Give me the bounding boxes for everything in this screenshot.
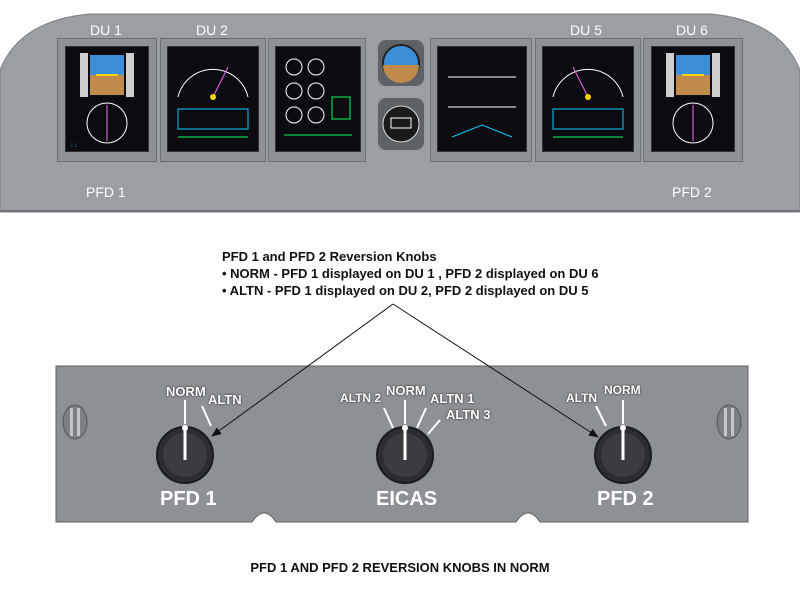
eicas-altn1-label: ALTN 1 (430, 391, 475, 406)
pfd2-reversion-knob[interactable] (588, 420, 658, 490)
du4-screen (437, 46, 527, 152)
pfd2-norm-label: NORM (604, 383, 641, 397)
mfd-display-graphic (177, 66, 249, 138)
du1-screen: :: (65, 46, 149, 152)
du6-frame (643, 38, 743, 162)
du6-screen (651, 46, 735, 152)
du1-frame: :: (57, 38, 157, 162)
du5-screen (542, 46, 634, 152)
svg-text:::: :: (70, 142, 77, 149)
du2-screen (167, 46, 259, 152)
eicas-knob-label: EICAS (376, 488, 438, 510)
annotation-block: PFD 1 and PFD 2 Reversion Knobs • NORM -… (222, 248, 599, 299)
pfd1-norm-label: NORM (166, 384, 206, 399)
du6-label: DU 6 (676, 22, 708, 38)
right-panel-screw (716, 404, 742, 440)
pfd-display-graphic: :: (70, 53, 134, 149)
eicas-reversion-knob[interactable] (370, 420, 440, 490)
left-panel-screw (62, 404, 88, 440)
du2-frame (160, 38, 266, 162)
pfd1-display-label: PFD 1 (86, 184, 126, 200)
du5-label: DU 5 (570, 22, 602, 38)
arrow-to-pfd1-knob (211, 303, 394, 437)
synoptic-display-graphic (448, 76, 516, 138)
du3-frame (268, 38, 366, 162)
du4-frame (430, 38, 532, 162)
annotation-title: PFD 1 and PFD 2 Reversion Knobs (222, 249, 437, 264)
eicas-altn2-label: ALTN 2 (340, 391, 382, 405)
eicas-norm-label: NORM (386, 383, 426, 398)
annotation-altn: • ALTN - PFD 1 displayed on DU 2, PFD 2 … (222, 283, 589, 298)
standby-instrument (378, 98, 424, 150)
pfd2-altn-label: ALTN (566, 391, 598, 405)
arrow-to-pfd2-knob (392, 303, 599, 438)
eicas-display-graphic (284, 58, 352, 136)
eicas-altn3-label: ALTN 3 (446, 407, 491, 422)
pfd1-altn-label: ALTN (208, 392, 242, 407)
du1-label: DU 1 (90, 22, 122, 38)
pfd-display-graphic (666, 53, 720, 144)
pfd2-display-label: PFD 2 (672, 184, 712, 200)
figure-caption: PFD 1 AND PFD 2 REVERSION KNOBS IN NORM (250, 560, 550, 575)
mfd-display-graphic (552, 66, 624, 138)
du2-label: DU 2 (196, 22, 228, 38)
standby-attitude-indicator (378, 40, 424, 86)
pfd2-knob-label: PFD 2 (597, 488, 654, 510)
du3-screen (275, 46, 361, 152)
pfd1-reversion-knob[interactable] (150, 420, 220, 490)
annotation-norm: • NORM - PFD 1 displayed on DU 1 , PFD 2… (222, 266, 599, 281)
pfd1-knob-label: PFD 1 (160, 488, 217, 510)
du5-frame (535, 38, 641, 162)
